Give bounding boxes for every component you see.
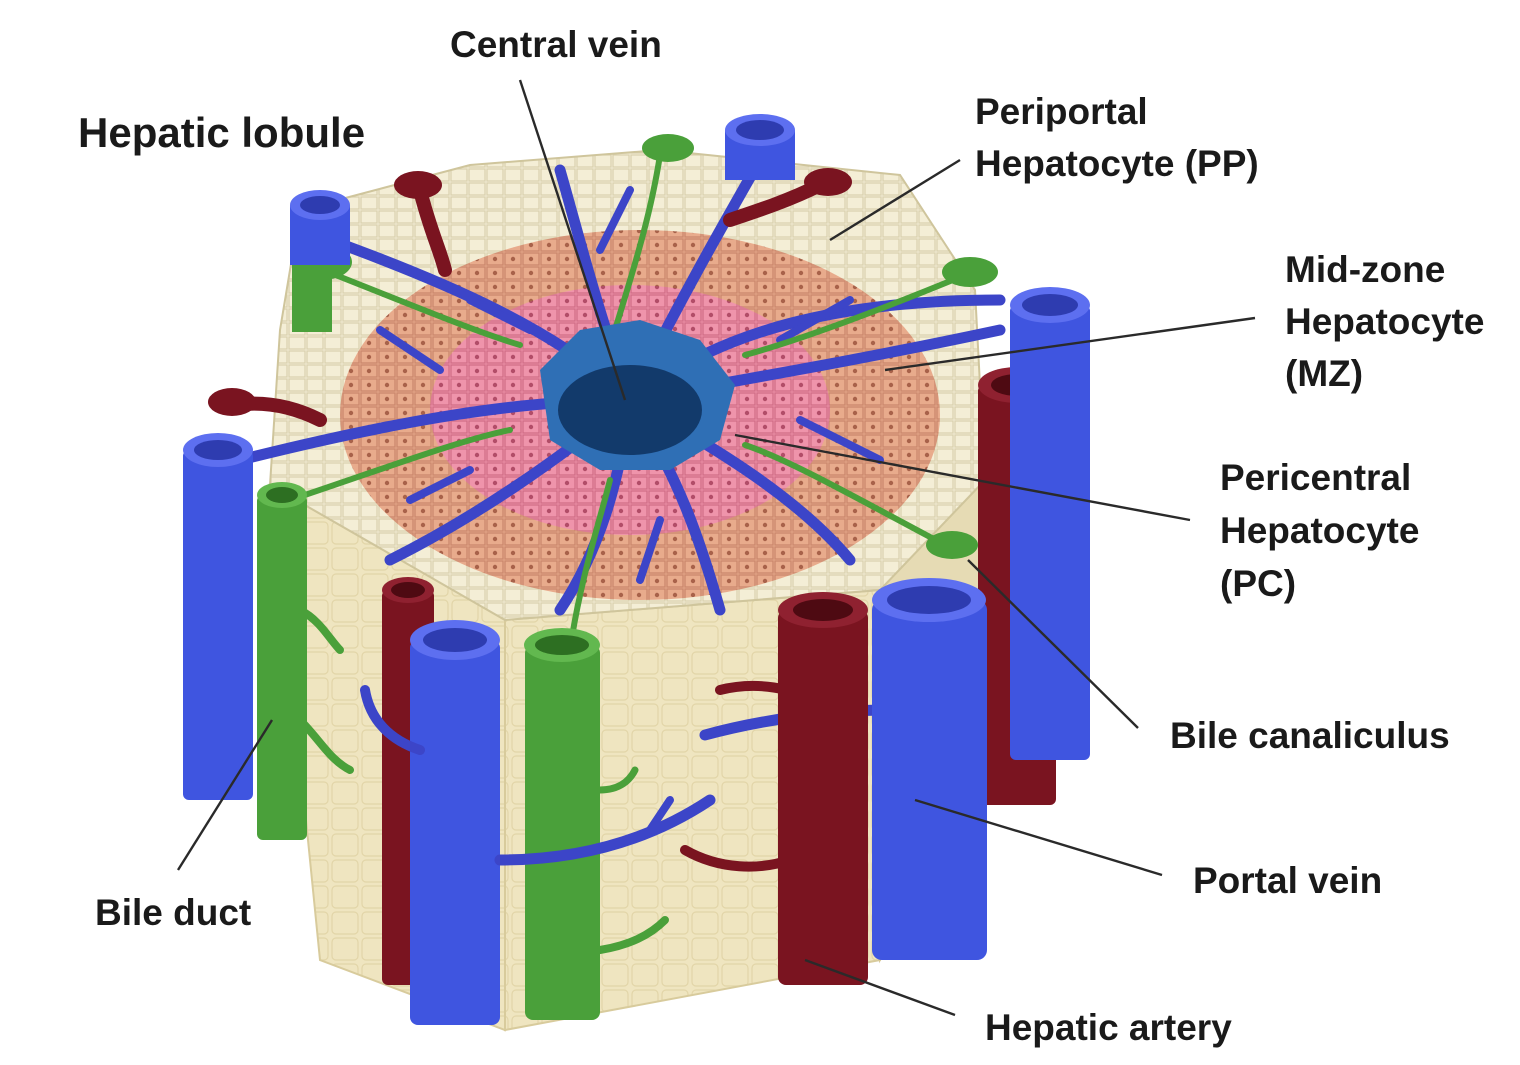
- portal-vein-right: [872, 600, 987, 960]
- label-midzone-line3: (MZ): [1285, 353, 1363, 394]
- label-bile-canaliculus: Bile canaliculus: [1170, 715, 1450, 756]
- label-central-vein: Central vein: [450, 24, 662, 65]
- right-back-vessels: [978, 287, 1090, 805]
- label-periportal-line1: Periportal: [975, 91, 1148, 132]
- label-bile-duct: Bile duct: [95, 892, 251, 933]
- hepatic-artery-front-right: [778, 610, 868, 985]
- diagram-title: Hepatic lobule: [78, 109, 365, 156]
- bile-duct-front: [525, 645, 600, 1020]
- label-pericentral-line3: (PC): [1220, 563, 1296, 604]
- label-hepatic-artery: Hepatic artery: [985, 1007, 1232, 1048]
- central-vein-lumen: [558, 365, 702, 455]
- portal-vein-left: [183, 450, 253, 800]
- portal-vein-front: [410, 640, 500, 1025]
- label-midzone-line1: Mid-zone: [1285, 249, 1445, 290]
- label-portal-vein: Portal vein: [1193, 860, 1382, 901]
- label-periportal-line2: Hepatocyte (PP): [975, 143, 1259, 184]
- label-pericentral-line2: Hepatocyte: [1220, 510, 1419, 551]
- leader-hepatic-artery: [805, 960, 955, 1015]
- label-midzone-line2: Hepatocyte: [1285, 301, 1484, 342]
- bile-duct-left: [257, 495, 307, 840]
- label-pericentral-line1: Pericentral: [1220, 457, 1411, 498]
